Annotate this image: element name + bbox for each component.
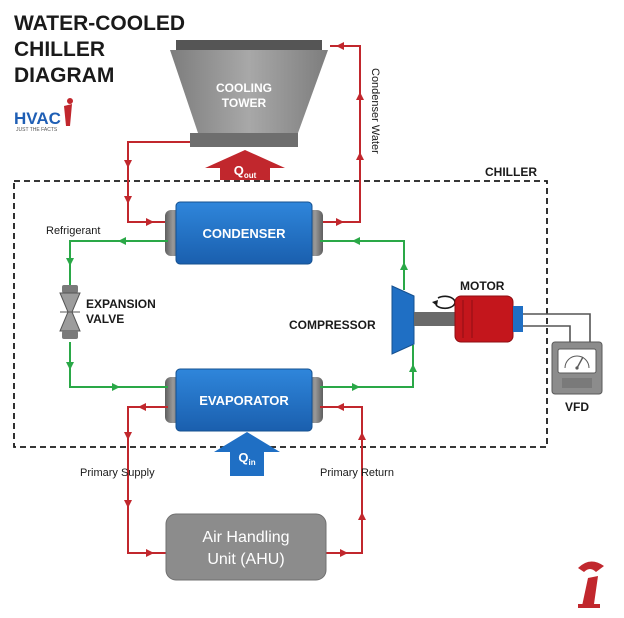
rotation-arrow-icon	[435, 295, 456, 310]
compressor-to-condenser-pipe	[320, 240, 405, 290]
evaporator-shell	[175, 368, 313, 432]
compressor	[391, 285, 458, 355]
ahu-label-2: Unit (AHU)	[207, 551, 284, 568]
evaporator-to-compressor-pipe	[320, 345, 414, 388]
diagram-title: WATER-COOLED CHILLER DIAGRAM	[14, 12, 185, 87]
logo-tagline: JUST THE FACTS	[16, 127, 58, 133]
valve-to-evaporator-pipe	[69, 342, 168, 388]
chilled-water-loop	[124, 403, 366, 557]
logo-dot-icon	[67, 98, 73, 104]
primary-return-label: Primary Return	[320, 467, 394, 479]
motor-end-cap	[513, 306, 523, 332]
vfd-label: VFD	[565, 400, 589, 414]
motor-label: MOTOR	[460, 279, 505, 293]
vfd-wire-1	[523, 313, 591, 342]
q-in-sub: in	[249, 458, 256, 467]
valve-top-flange	[62, 285, 78, 293]
expansion-valve-label-2: VALVE	[86, 312, 124, 326]
refrigerant-loop	[66, 237, 417, 391]
vfd	[551, 341, 603, 395]
title-line-1: WATER-COOLED	[14, 12, 185, 35]
ahu-label-1: Air Handling	[202, 529, 289, 546]
hvac-logo: HVAC JUST THE FACTS	[14, 98, 73, 133]
vfd-display	[557, 348, 597, 374]
ahu-box	[165, 513, 327, 581]
condenser-to-tower-pipe	[318, 45, 361, 223]
condenser-label: CONDENSER	[202, 226, 286, 241]
compressor-body	[391, 285, 415, 355]
tower-top-cap	[176, 40, 322, 50]
chiller-label: CHILLER	[485, 165, 537, 179]
title-line-2: CHILLER	[14, 38, 105, 61]
mascot-i-icon	[578, 561, 604, 608]
expansion-valve-label-1: EXPANSION	[86, 297, 156, 311]
air-handling-unit: Air Handling Unit (AHU)	[165, 513, 327, 581]
q-in-main: Q	[238, 450, 248, 465]
gauge-icon	[564, 355, 590, 369]
condenser: CONDENSER	[165, 201, 323, 265]
evaporator-to-ahu-pipe	[127, 406, 168, 554]
condenser-to-valve-pipe	[69, 240, 168, 285]
compressor-label: COMPRESSOR	[289, 318, 376, 332]
q-out-sub: out	[244, 171, 257, 180]
expansion-valve	[59, 285, 81, 339]
motor-body	[454, 295, 514, 343]
title-line-3: DIAGRAM	[14, 64, 114, 87]
evaporator: EVAPORATOR	[165, 368, 323, 432]
q-in-arrow: Qin	[214, 432, 280, 476]
cooling-tower: COOLING TOWER	[170, 40, 328, 147]
tower-base	[190, 133, 298, 147]
q-out-arrow: Qout	[205, 150, 285, 180]
condenser-water-loop	[124, 42, 364, 226]
logo-i-icon	[64, 104, 72, 126]
q-out-main: Q	[234, 163, 244, 178]
vfd-wire-2	[523, 325, 571, 342]
motor	[454, 295, 523, 343]
condenser-shell	[175, 201, 313, 265]
tower-body	[170, 50, 328, 133]
valve-bottom-flange	[62, 331, 78, 339]
evaporator-label: EVAPORATOR	[199, 393, 289, 408]
condenser-water-label: Condenser Water	[369, 68, 381, 154]
primary-supply-label: Primary Supply	[80, 467, 155, 479]
tower-label-1: COOLING	[216, 81, 272, 95]
logo-text: HVAC	[14, 109, 61, 128]
tower-label-2: TOWER	[222, 96, 267, 110]
svg-text:Qin: Qin	[238, 450, 255, 467]
compressor-shaft	[414, 312, 458, 326]
svg-text:Qout: Qout	[234, 163, 257, 180]
refrigerant-label: Refrigerant	[46, 225, 100, 237]
